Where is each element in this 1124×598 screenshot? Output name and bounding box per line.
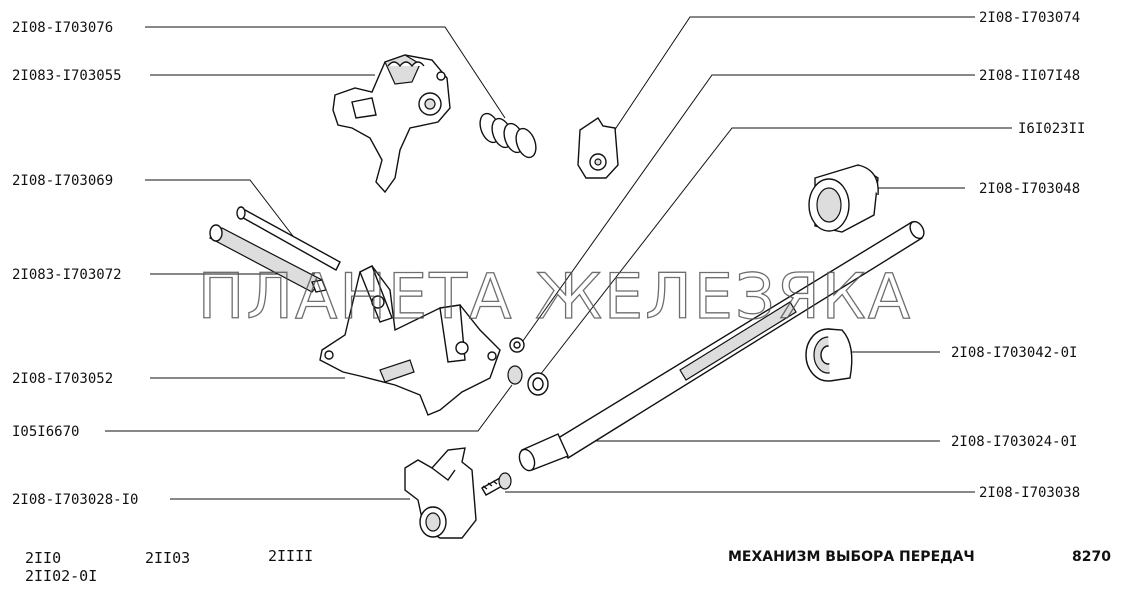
part-labels-left: 2I08-I703076 2I083-I703055 2I08-I703069 … [12, 20, 138, 508]
model-code: 2II03 [145, 549, 190, 567]
part-label: 2I08-I703028-I0 [12, 492, 138, 508]
part-label: 2I08-I703048 [979, 181, 1080, 197]
finger-lever [404, 447, 477, 539]
small-hardware [507, 337, 549, 396]
leader-lines [105, 16, 1012, 500]
part-label: I6I023II [1018, 121, 1085, 137]
selector-lever-assembly [332, 54, 451, 194]
axle-pins [208, 206, 341, 293]
lock-plate [577, 117, 619, 179]
part-label: 2I08-I703076 [12, 20, 113, 36]
spring [479, 112, 537, 159]
diagram-title: МЕХАНИЗМ ВЫБОРА ПЕРЕДАЧ [728, 549, 975, 565]
page-number: 8270 [1072, 549, 1111, 565]
part-label: 2I08-I703024-0I [951, 434, 1077, 450]
bearing [805, 328, 853, 382]
part-label: 2I083-I703072 [12, 267, 122, 283]
selector-shaft [518, 220, 925, 472]
model-code: 2IIII [268, 547, 313, 565]
part-label: 2I08-I703038 [979, 485, 1080, 501]
part-label: 2I08-I703042-0I [951, 345, 1077, 361]
part-label: 2I08-I703069 [12, 173, 113, 189]
footer: 2II0 2II02-0I 2II03 2IIII МЕХАНИЗМ ВЫБОР… [25, 547, 1111, 585]
watermark: ПЛАНЕТА ЖЕЛЕЗЯКА [198, 260, 912, 333]
bushing [808, 164, 879, 233]
part-label: 2I08-II07I48 [979, 68, 1080, 84]
bolt [481, 472, 512, 496]
part-labels-right: 2I08-I703074 2I08-II07I48 I6I023II 2I08-… [951, 10, 1085, 501]
model-code: 2II02-0I [25, 567, 97, 585]
part-label: 2I083-I703055 [12, 68, 122, 84]
part-label: 2I08-I703052 [12, 371, 113, 387]
model-code: 2II0 [25, 549, 61, 567]
part-label: I05I6670 [12, 424, 79, 440]
bracket-housing [319, 265, 501, 416]
part-label: 2I08-I703074 [979, 10, 1080, 26]
